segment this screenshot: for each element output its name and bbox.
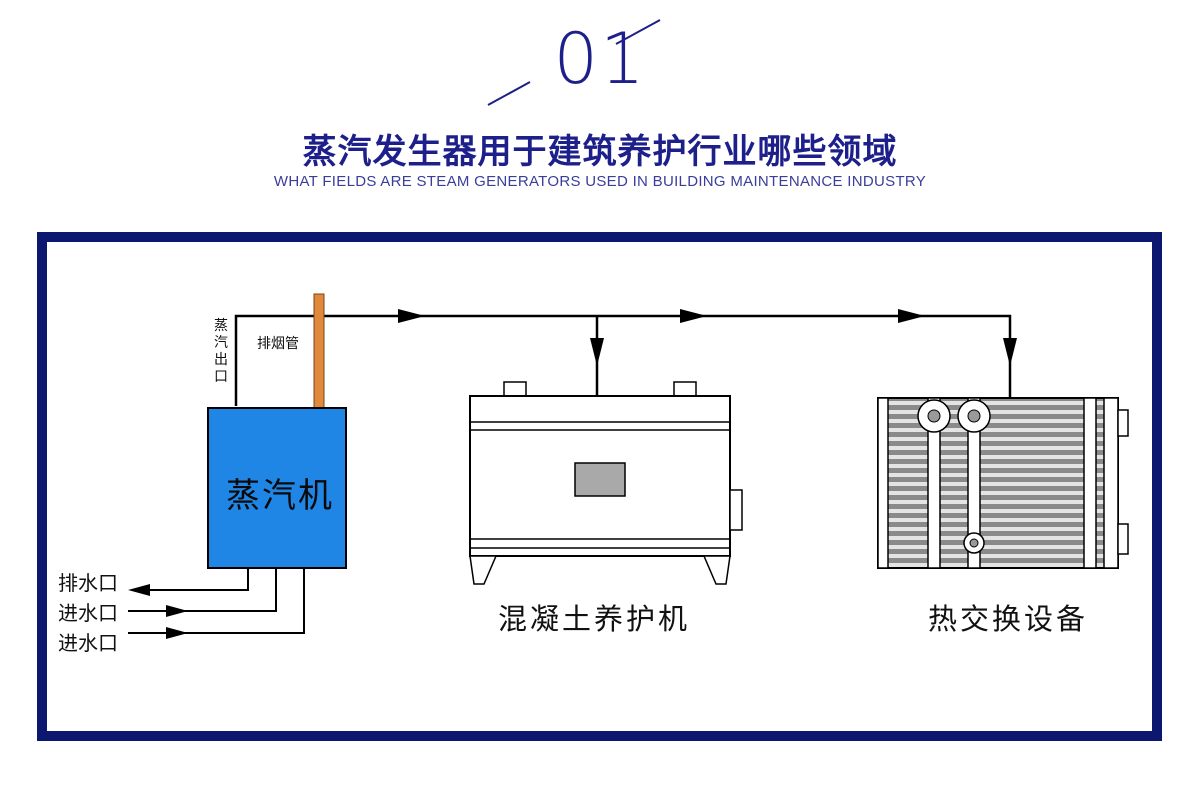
drain-arrow	[128, 584, 150, 596]
control-panel	[574, 462, 626, 497]
deco-line-left	[487, 81, 531, 106]
heat-exchanger-label: 热交换设备	[928, 602, 1089, 636]
flow-arrow-3	[898, 309, 925, 323]
drain-outlet-label: 排水口	[58, 571, 118, 595]
chimney-pipe	[313, 293, 325, 409]
chimney-label: 排烟管	[257, 336, 299, 352]
concrete-curing-machine	[469, 381, 743, 585]
inlet-arrow-2	[166, 627, 188, 639]
heat-exchanger	[877, 397, 1129, 569]
concrete-curing-machine-label: 混凝土养护机	[498, 602, 691, 636]
page-subtitle: WHAT FIELDS ARE STEAM GENERATORS USED IN…	[273, 173, 927, 190]
steam-main-pipe	[234, 314, 1012, 406]
deco-line-right	[615, 19, 661, 45]
flow-arrow-1	[398, 309, 425, 323]
inlet-arrow-1	[166, 605, 188, 617]
page-title: 蒸汽发生器用于建筑养护行业哪些领域	[302, 132, 898, 172]
section-number: 01	[553, 18, 647, 100]
flow-arrow-down-1	[590, 338, 604, 366]
water-inlet-label-1: 进水口	[58, 601, 118, 625]
header-decoration	[487, 19, 661, 106]
inlet-pipe-2	[128, 568, 305, 634]
water-inlet-label-2: 进水口	[58, 631, 118, 655]
drain-pipe	[150, 568, 249, 591]
flow-arrow-down-2	[1003, 338, 1017, 366]
steam-outlet-label: 蒸汽出口	[214, 318, 228, 385]
steam-machine-label: 蒸汽机	[226, 476, 334, 516]
flow-arrow-2	[680, 309, 707, 323]
